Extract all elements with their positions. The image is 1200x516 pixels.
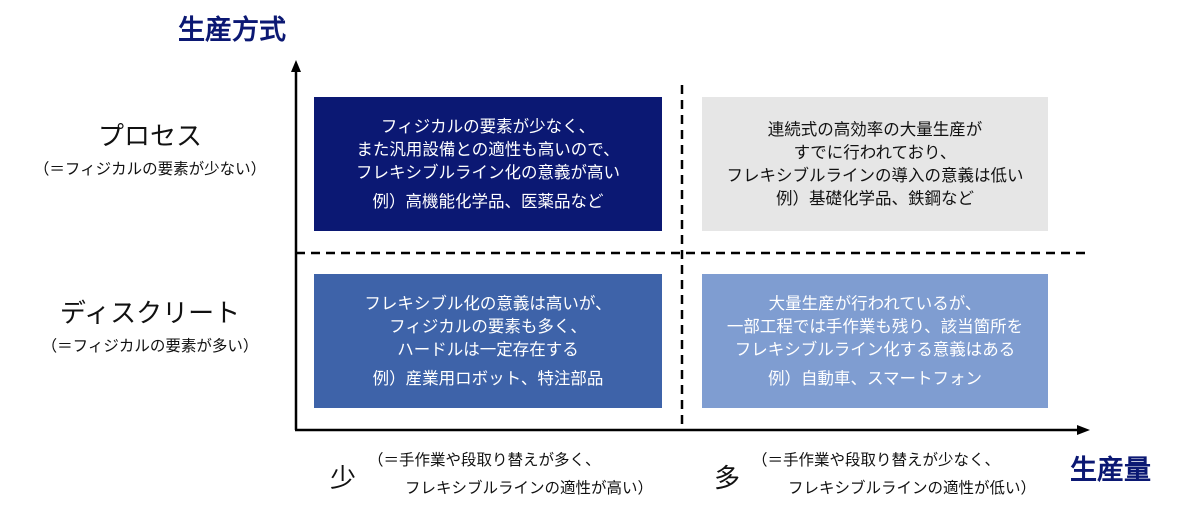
cell-text: フレキシブル化の意義は高いが、 (364, 294, 612, 313)
column-note-high-line1: （＝手作業や段取り替えが少なく、 (752, 451, 1001, 469)
row-label-main: プロセス (97, 122, 202, 152)
row-label-process: プロセス （＝フィジカルの要素が少ない） (20, 120, 280, 180)
cell-text: フレキシブルライン化する意義はある (734, 340, 1016, 359)
column-label-high: 多 (714, 464, 741, 494)
row-label-sub: （＝フィジカルの要素が少ない） (33, 160, 267, 178)
column-note-low-line2: フレキシブルラインの適性が高い） (405, 479, 654, 497)
cell-example: 例）高機能化学品、医薬品など (372, 192, 604, 211)
cell-discrete-high: 大量生産が行われているが、 一部工程では手作業も残り、該当箇所を フレキシブルラ… (702, 274, 1048, 408)
row-label-sub: （＝フィジカルの要素が多い） (41, 337, 259, 355)
cell-text: 一部工程では手作業も残り、該当箇所を (726, 317, 1024, 336)
cell-example: 例）基礎化学品、鉄鋼など (776, 189, 974, 208)
cell-text: 連続式の高効率の大量生産が (767, 120, 983, 139)
x-axis-arrow-icon (1077, 425, 1090, 435)
row-label-main: ディスクリート (59, 299, 241, 329)
column-note-low-line1: （＝手作業や段取り替えが多く、 (368, 451, 601, 469)
cell-text: ハードルは一定存在する (397, 340, 579, 359)
cell-text: フィジカルの要素も多く、 (389, 317, 587, 336)
row-label-discrete: ディスクリート （＝フィジカルの要素が多い） (20, 297, 280, 357)
cell-text: 大量生産が行われているが、 (768, 294, 982, 313)
y-axis-title: 生産方式 (178, 15, 286, 46)
y-axis-arrow-icon (291, 60, 301, 72)
column-note-high-line2: フレキシブルラインの適性が低い） (788, 479, 1037, 497)
cell-text: また汎用設備との適性も高いので、 (356, 140, 620, 159)
x-axis-title: 生産量 (1070, 455, 1151, 486)
cell-text: フレキシブルラインの導入の意義は低い (726, 166, 1024, 185)
cell-example: 例）産業用ロボット、特注部品 (372, 369, 604, 388)
cell-process-low: フィジカルの要素が少なく、 また汎用設備との適性も高いので、 フレキシブルライン… (314, 97, 662, 231)
cell-example: 例）自動車、スマートフォン (767, 369, 982, 388)
cell-text: フィジカルの要素が少なく、 (380, 117, 596, 136)
cell-text: すでに行われており、 (793, 143, 957, 162)
column-label-low: 少 (330, 464, 357, 494)
cell-text: フレキシブルライン化の意義が高い (356, 163, 620, 182)
cell-process-high: 連続式の高効率の大量生産が すでに行われており、 フレキシブルラインの導入の意義… (702, 97, 1048, 231)
cell-discrete-low: フレキシブル化の意義は高いが、 フィジカルの要素も多く、 ハードルは一定存在する… (314, 274, 662, 408)
